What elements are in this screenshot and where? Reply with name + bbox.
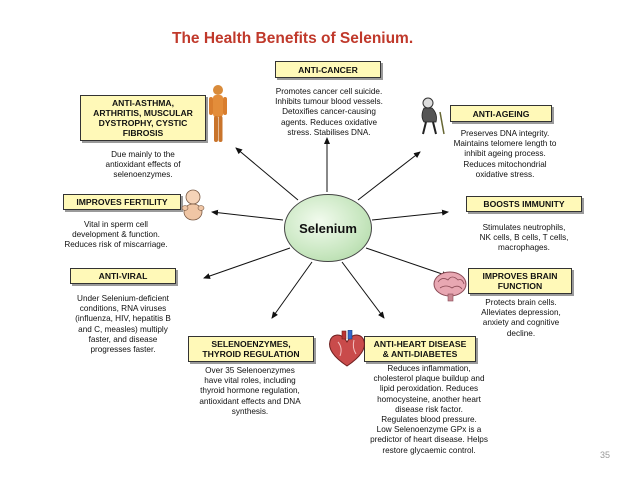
anti-cancer-desc: Promotes cancer cell suicide. Inhibits t… — [275, 87, 383, 137]
arrow-anti-ageing — [357, 151, 421, 201]
elderly-man-icon — [421, 97, 445, 135]
immunity-desc: Stimulates neutrophils, NK cells, B cell… — [479, 223, 569, 253]
arrow-heart — [341, 261, 385, 319]
anti-asthma-desc: Due mainly to the antioxidant effects of… — [105, 150, 181, 180]
arrow-anti-asthma — [235, 147, 299, 201]
anti-ageing-desc: Preserves DNA integrity. Maintains telom… — [453, 129, 557, 179]
brain-icon — [433, 271, 467, 302]
fertility-label: IMPROVES FERTILITY — [63, 194, 181, 210]
arrow-immunity — [371, 209, 449, 221]
heart-label: ANTI-HEART DISEASE & ANTI-DIABETES — [364, 336, 476, 362]
heart-desc: Reduces inflammation, cholesterol plaque… — [370, 364, 488, 455]
anti-ageing-label: ANTI-AGEING — [450, 105, 552, 122]
arrow-anti-viral — [203, 247, 291, 279]
thyroid-desc: Over 35 Selenoenzymes have vital roles, … — [199, 366, 301, 416]
fertility-desc: Vital in sperm cell development & functi… — [64, 220, 168, 250]
baby-icon — [181, 189, 205, 221]
arrow-thyroid — [271, 261, 313, 319]
anti-asthma-label: ANTI-ASTHMA, ARTHRITIS, MUSCULAR DYSTROP… — [80, 95, 206, 141]
arrow-brain — [365, 247, 449, 277]
heart-icon — [329, 330, 365, 367]
brain-desc: Protects brain cells. Alleviates depress… — [481, 298, 561, 338]
brain-label: IMPROVES BRAIN FUNCTION — [468, 268, 572, 294]
anti-cancer-label: ANTI-CANCER — [275, 61, 381, 78]
selenium-hub: Selenium — [284, 194, 372, 262]
anti-viral-desc: Under Selenium-deficient conditions, RNA… — [75, 294, 171, 355]
thyroid-label: SELENOENZYMES, THYROID REGULATION — [188, 336, 314, 362]
body-figure-icon — [209, 85, 227, 142]
arrow-fertility — [211, 209, 284, 221]
anti-viral-label: ANTI-VIRAL — [70, 268, 176, 284]
page-number: 35 — [599, 450, 610, 460]
immunity-label: BOOSTS IMMUNITY — [466, 196, 582, 212]
diagram-title: The Health Benefits of Selenium. — [172, 30, 414, 47]
